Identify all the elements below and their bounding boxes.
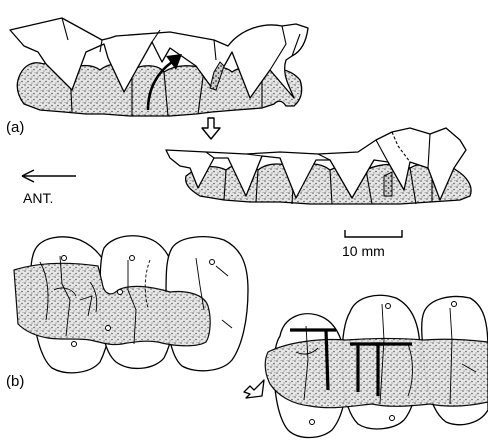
scale-bar [345,230,402,237]
hollow-arrow-icon [202,118,220,139]
panel-a-label: (a) [6,119,24,136]
panel-b-label: (b) [6,373,24,390]
hollow-arrow-icon-b [244,380,264,398]
panel-b-occlusal-view-2 [265,295,488,437]
scale-bar-label: 10 mm [342,243,385,259]
direction-label: ANT. [23,190,53,206]
panel-a-shifted-jaw [166,128,471,204]
panel-b-occlusal-view-1 [14,236,248,373]
highlighted-tooth-mark-a2 [384,172,392,196]
left-arrow-icon [22,170,76,182]
panel-a-top-jaw [10,18,308,116]
